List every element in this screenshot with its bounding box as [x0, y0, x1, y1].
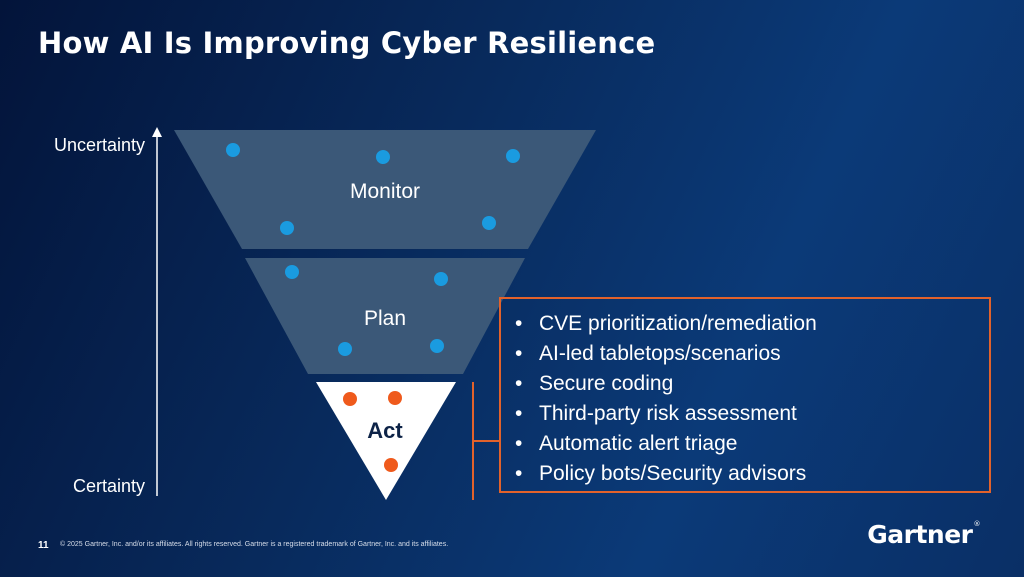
use-case-item: Third-party risk assessment: [511, 399, 989, 429]
logo-text: Gartner: [867, 520, 973, 549]
dot: [376, 150, 390, 164]
funnel-label-monitor: Monitor: [350, 180, 420, 203]
dot: [338, 342, 352, 356]
dot: [388, 391, 402, 405]
axis-label-certainty: Certainty: [72, 476, 145, 496]
funnel-label-plan: Plan: [364, 307, 406, 330]
page-number: 11: [38, 540, 49, 551]
copyright-text: © 2025 Gartner, Inc. and/or its affiliat…: [60, 541, 449, 548]
dot: [434, 272, 448, 286]
use-case-item: CVE prioritization/remediation: [511, 309, 989, 339]
dot: [280, 221, 294, 235]
gartner-logo: Gartner®: [867, 520, 980, 549]
axis-label-uncertainty: Uncertainty: [53, 135, 145, 155]
use-case-item: Policy bots/Security advisors: [511, 459, 989, 489]
dot: [226, 143, 240, 157]
funnel-stage-plan: [245, 258, 525, 374]
dot: [482, 216, 496, 230]
dot: [343, 392, 357, 406]
dot: [384, 458, 398, 472]
funnel-label-act: Act: [367, 418, 403, 443]
use-case-item: Secure coding: [511, 369, 989, 399]
axis-arrow-head-icon: [152, 127, 162, 137]
bracket-connector: [472, 382, 499, 500]
dot: [285, 265, 299, 279]
dot: [506, 149, 520, 163]
use-case-box: CVE prioritization/remediation AI-led ta…: [499, 297, 991, 493]
funnel-stage-act: [316, 382, 456, 500]
use-case-list: CVE prioritization/remediation AI-led ta…: [511, 309, 989, 489]
slide-title: How AI Is Improving Cyber Resilience: [38, 26, 656, 60]
registered-mark: ®: [973, 520, 981, 528]
use-case-item: Automatic alert triage: [511, 429, 989, 459]
use-case-item: AI-led tabletops/scenarios: [511, 339, 989, 369]
dot: [430, 339, 444, 353]
